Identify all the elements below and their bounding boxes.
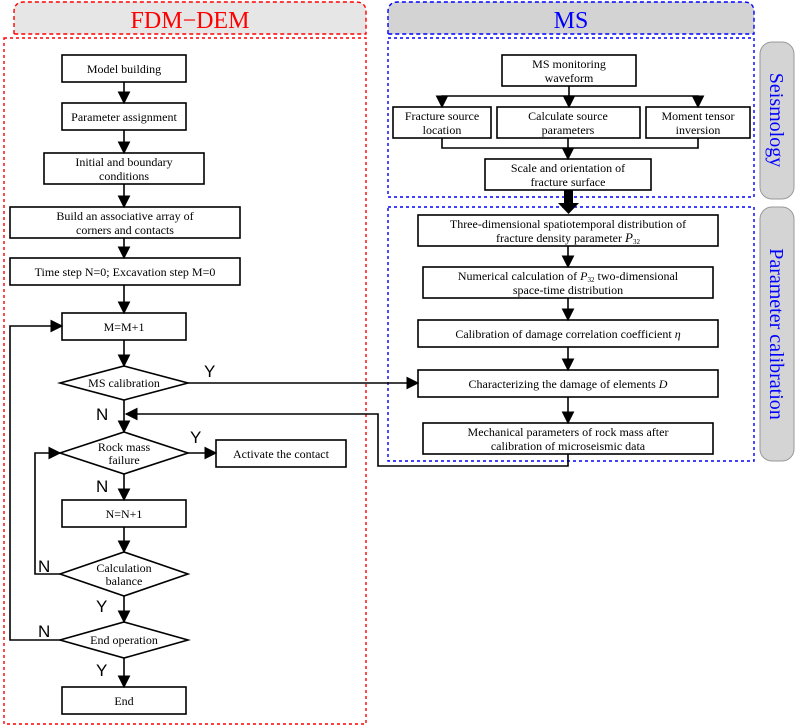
- svg-text:End: End: [114, 694, 133, 708]
- svg-text:parameters: parameters: [542, 123, 595, 137]
- moment-tensor-node: Moment tensor inversion: [645, 106, 751, 139]
- activate-contact-node: Activate the contact: [215, 439, 347, 468]
- spatiotemporal-distribution-node: Three-dimensional spatiotemporal distrib…: [417, 214, 719, 247]
- initial-conditions-node: Initial and boundary conditions: [43, 152, 205, 185]
- arrow-waveform-to-fracture: [435, 95, 569, 109]
- svg-text:Rock mass: Rock mass: [98, 440, 151, 454]
- svg-text:fracture surface: fracture surface: [531, 175, 606, 189]
- svg-text:Calibration of damage correlat: Calibration of damage correlation coeffi…: [455, 327, 680, 341]
- svg-text:M=M+1: M=M+1: [104, 320, 145, 334]
- svg-text:MS monitoring: MS monitoring: [532, 57, 606, 71]
- arrow-waveform-to-moment: [569, 95, 705, 109]
- mechanical-parameters-node: Mechanical parameters of rock mass after…: [422, 422, 714, 455]
- svg-text:Characterizing the damage of e: Characterizing the damage of elements D: [469, 377, 668, 391]
- svg-text:Initial and boundary: Initial and boundary: [75, 155, 172, 169]
- ms-waveform-node: MS monitoring waveform: [501, 54, 637, 87]
- svg-text:Scale and orientation of: Scale and orientation of: [511, 161, 625, 175]
- svg-text:Moment tensor: Moment tensor: [662, 109, 735, 123]
- n-increment-node: N=N+1: [61, 499, 187, 528]
- parameter-calibration-label: Parameter calibration: [765, 248, 787, 420]
- thick-arrow-scale-to-spatiotemporal: [558, 190, 579, 214]
- svg-text:inversion: inversion: [676, 123, 721, 137]
- svg-text:Activate the contact: Activate the contact: [233, 447, 330, 461]
- svg-text:Mechanical parameters of rock: Mechanical parameters of rock mass after: [468, 425, 669, 439]
- end-operation-decision: End operation: [57, 621, 191, 659]
- balance-no-label: N: [38, 557, 50, 576]
- svg-text:conditions: conditions: [99, 169, 149, 183]
- m-increment-node: M=M+1: [61, 312, 187, 341]
- branch-labels: Y N Y N N Y N Y: [38, 362, 215, 680]
- arrow-balance-loop: [34, 446, 62, 575]
- numerical-calculation-node: Numerical calculation of P32 two-dimensi…: [422, 266, 714, 299]
- failure-yes-label: Y: [190, 428, 201, 447]
- svg-text:Fracture source: Fracture source: [405, 109, 479, 123]
- svg-text:Time step N=0; Excavation step: Time step N=0; Excavation step M=0: [35, 265, 216, 279]
- svg-text:N=N+1: N=N+1: [106, 507, 143, 521]
- failure-no-label: N: [96, 477, 108, 496]
- rock-mass-failure-decision: Rock mass failure: [57, 431, 191, 475]
- svg-text:Numerical calculation of P32 t: Numerical calculation of P32 two-dimensi…: [458, 269, 679, 284]
- svg-text:Model building: Model building: [87, 62, 161, 76]
- svg-text:location: location: [423, 123, 462, 137]
- svg-text:Parameter assignment: Parameter assignment: [71, 110, 177, 124]
- svg-text:Calculate source: Calculate source: [528, 109, 608, 123]
- fdm-dem-title: FDM−DEM: [131, 8, 250, 34]
- model-building-node: Model building: [61, 54, 187, 83]
- seismology-tab: Seismology: [759, 41, 795, 200]
- svg-text:calibration of microseismic da: calibration of microseismic data: [491, 439, 646, 453]
- arrow-mechanical-return: [124, 407, 569, 467]
- svg-text:Build an associative array of: Build an associative array of: [56, 209, 193, 223]
- svg-text:Calculation: Calculation: [96, 561, 151, 575]
- svg-text:End operation: End operation: [90, 633, 158, 647]
- connectors: [9, 82, 705, 689]
- ms-no-label: N: [96, 405, 108, 424]
- svg-text:fracture density parameter P32: fracture density parameter P32: [496, 230, 640, 246]
- parameter-assignment-node: Parameter assignment: [61, 102, 187, 131]
- end-yes-label: Y: [96, 661, 107, 680]
- fdm-dem-section: FDM−DEM: [3, 1, 367, 725]
- arrow-endop-loop: [9, 319, 64, 641]
- scale-orientation-node: Scale and orientation of fracture surfac…: [484, 158, 652, 191]
- damage-elements-node: Characterizing the damage of elements D: [417, 369, 719, 398]
- line-fracture-to-scale: [441, 138, 699, 149]
- svg-text:balance: balance: [106, 574, 143, 588]
- seismology-label: Seismology: [765, 73, 787, 167]
- ms-title: MS: [554, 8, 589, 34]
- damage-coefficient-node: Calibration of damage correlation coeffi…: [417, 319, 719, 348]
- svg-text:MS calibration: MS calibration: [88, 376, 160, 390]
- ms-yes-label: Y: [204, 362, 215, 381]
- associative-array-node: Build an associative array of corners an…: [9, 206, 241, 239]
- svg-text:Three-dimensional spatiotempor: Three-dimensional spatiotemporal distrib…: [450, 217, 686, 231]
- time-step-node: Time step N=0; Excavation step M=0: [9, 257, 241, 286]
- fracture-source-node: Fracture source location: [392, 106, 492, 139]
- svg-text:waveform: waveform: [545, 71, 594, 85]
- svg-text:failure: failure: [108, 453, 139, 467]
- calculation-balance-decision: Calculation balance: [57, 551, 191, 597]
- parameter-calibration-tab: Parameter calibration: [759, 206, 795, 462]
- svg-text:corners and contacts: corners and contacts: [76, 223, 174, 237]
- balance-yes-label: Y: [96, 597, 107, 616]
- svg-text:space-time distribution: space-time distribution: [513, 283, 623, 297]
- end-node: End: [61, 686, 187, 715]
- end-no-label: N: [38, 622, 50, 641]
- ms-calibration-decision: MS calibration: [56, 365, 192, 401]
- source-parameters-node: Calculate source parameters: [496, 106, 641, 139]
